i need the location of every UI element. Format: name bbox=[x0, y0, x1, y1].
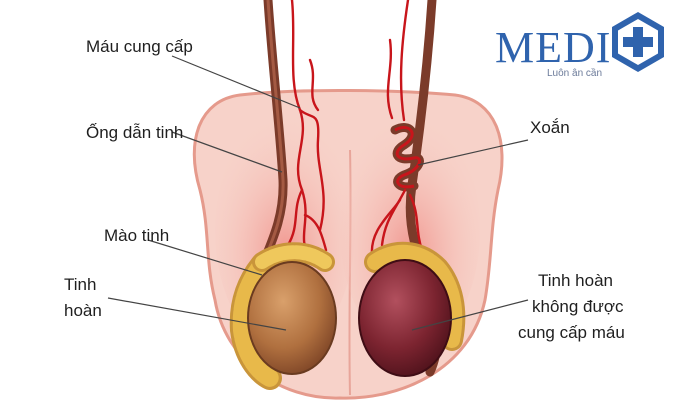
torsion-twist bbox=[390, 123, 424, 192]
leader-blood-supply bbox=[171, 55, 301, 109]
right-blood-vessels bbox=[370, 0, 424, 257]
leader-testis bbox=[107, 297, 287, 331]
label-testis-line1: Tinh bbox=[64, 275, 97, 294]
label-vas-deferens: Ống dẫn tinh bbox=[86, 123, 184, 142]
leader-epididymis bbox=[147, 239, 263, 276]
label-testis-line2: hoàn bbox=[64, 301, 102, 320]
label-torsion: Xoắn bbox=[530, 118, 570, 137]
label-testis-no-blood-line2: không được bbox=[532, 297, 624, 316]
leader-testis-no-blood bbox=[411, 299, 529, 331]
right-epididymis bbox=[364, 241, 466, 351]
left-testis bbox=[247, 261, 337, 375]
label-testis-no-blood-line1: Tinh hoàn bbox=[538, 271, 613, 290]
brand-tagline: Luôn ân cần bbox=[547, 68, 603, 79]
right-testis bbox=[358, 259, 452, 377]
medical-cross-icon bbox=[612, 12, 664, 72]
brand-name: MEDI bbox=[495, 23, 612, 72]
label-testis-no-blood-line3: cung cấp máu bbox=[518, 323, 625, 342]
leader-vas-deferens bbox=[171, 131, 283, 173]
label-blood-supply: Máu cung cấp bbox=[86, 37, 193, 56]
label-epididymis: Mào tinh bbox=[104, 226, 170, 245]
left-blood-vessels bbox=[286, 0, 328, 257]
left-epididymis bbox=[229, 242, 335, 390]
leader-torsion bbox=[417, 139, 529, 166]
